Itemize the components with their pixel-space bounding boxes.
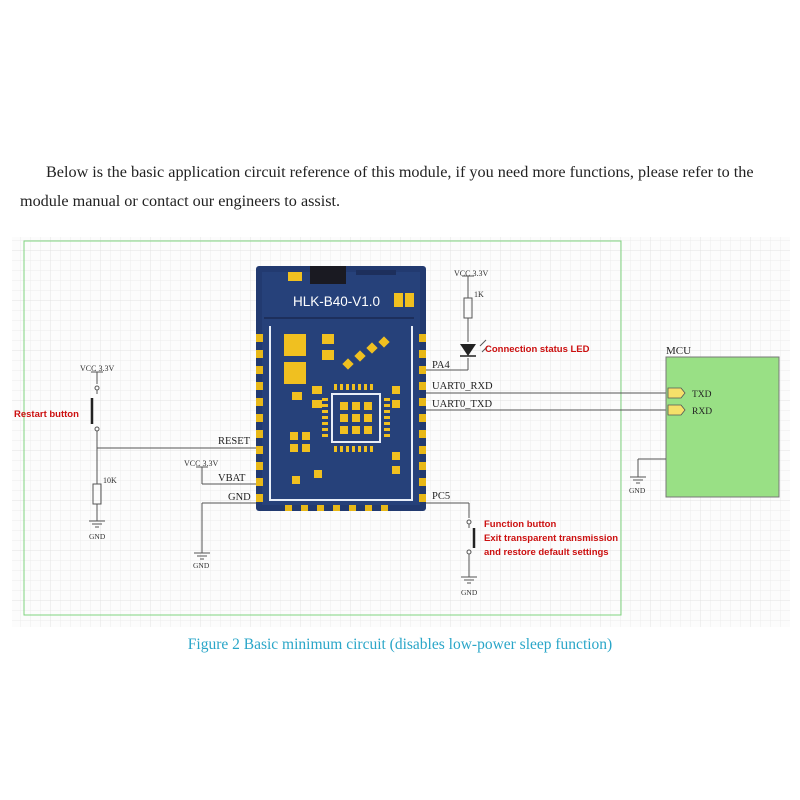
intro-line-2: module manual or contact our engineers t… <box>20 192 341 210</box>
intro-text: Below is the basic application circuit r… <box>20 158 790 216</box>
schematic-border <box>23 240 622 616</box>
function-desc-line1: Exit transparent transmission <box>484 533 618 544</box>
mcu-rxd-label: RXD <box>692 407 712 417</box>
mcu-txd-label: TXD <box>692 390 712 400</box>
restart-resistor-label: 10K <box>103 476 117 485</box>
intro-line-1: Below is the basic application circuit r… <box>46 163 754 181</box>
restart-vcc-label: VCC 3.3V <box>80 364 114 373</box>
hlk-b40-module: HLK-B40-V1.0 <box>256 266 426 511</box>
pin-vbat-label: VBAT <box>218 473 246 484</box>
vbat-vcc-label: VCC 3.3V <box>184 459 218 468</box>
led-label: Connection status LED <box>485 344 590 355</box>
function-button-label: Function button <box>484 519 556 530</box>
restart-circuit <box>89 371 256 528</box>
function-gnd-label: GND <box>461 588 478 597</box>
mcu-title: MCU <box>666 345 691 357</box>
pin-pa4-label: PA4 <box>432 360 450 371</box>
uart-wires <box>426 392 668 411</box>
restart-gnd-label: GND <box>89 532 106 541</box>
mcu-block <box>665 356 780 498</box>
led-icon <box>460 344 476 356</box>
mcu-gnd-wire <box>630 458 666 484</box>
pin-reset-label: RESET <box>218 436 251 447</box>
mcu-txd-port-icon <box>667 387 686 399</box>
function-desc-line2: and restore default settings <box>484 547 609 558</box>
left-pin-wires <box>194 466 256 560</box>
pin-uart0-txd-label: UART0_TXD <box>432 399 492 410</box>
led-vcc-label: VCC 3.3V <box>454 269 488 278</box>
pin-gnd-label: GND <box>228 492 251 503</box>
figure-caption: Figure 2 Basic minimum circuit (disables… <box>187 636 613 653</box>
pin-uart0-rxd-label: UART0_RXD <box>432 381 493 392</box>
led-circuit <box>426 275 489 371</box>
restart-button-label: Restart button <box>14 409 79 420</box>
module-name: HLK-B40-V1.0 <box>293 294 380 309</box>
function-circuit <box>426 502 477 584</box>
left-gnd-symbol-label: GND <box>193 561 210 570</box>
mcu-rxd-port-icon <box>667 404 686 416</box>
led-resistor-label: 1K <box>474 290 484 299</box>
pin-pc5-label: PC5 <box>432 491 450 502</box>
mcu-gnd-label: GND <box>629 486 646 495</box>
